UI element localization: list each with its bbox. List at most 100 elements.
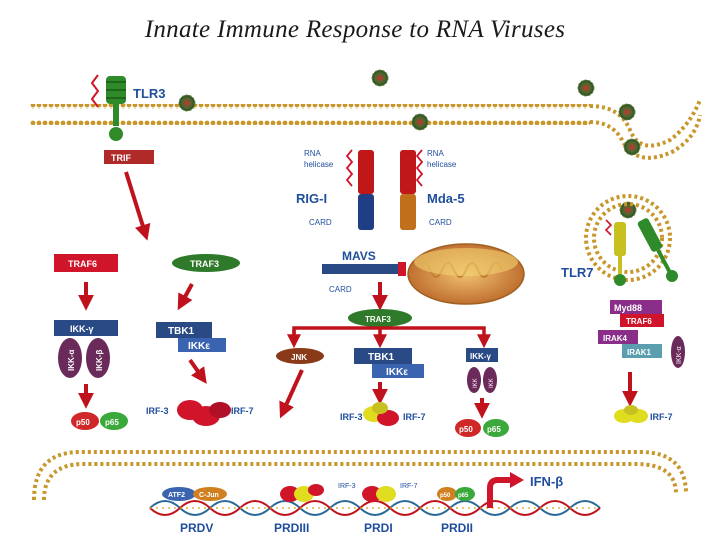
p65-center-label: p65 bbox=[487, 425, 501, 434]
mda5-label: Mda-5 bbox=[427, 191, 465, 206]
p50-dna-oval bbox=[437, 487, 457, 501]
ikk-small-2-oval bbox=[483, 367, 497, 393]
plasma-membrane bbox=[30, 99, 702, 160]
mitochondrion bbox=[407, 243, 525, 305]
atf2-label: ATF2 bbox=[168, 492, 185, 499]
irf-dimer-dna-right bbox=[362, 486, 396, 502]
prdv-label: PRDV bbox=[180, 521, 213, 535]
irf7-dna-label: IRF-7 bbox=[400, 483, 418, 490]
ikk-gamma-left-box bbox=[54, 320, 118, 336]
p50-center-oval bbox=[455, 419, 481, 437]
p50-dna-label: p50 bbox=[440, 493, 451, 499]
arrow-tbk1-left bbox=[188, 358, 207, 384]
ikke-left-label: IKKε bbox=[188, 341, 210, 352]
p65-dna-oval bbox=[455, 487, 475, 501]
tbk1-left-box bbox=[156, 322, 212, 338]
irf7-dimer-right bbox=[614, 405, 648, 423]
tlr7-label: TLR7 bbox=[561, 265, 594, 280]
ikk-gamma-center-label: IKK-γ bbox=[470, 352, 491, 361]
tbk1-center-label: TBK1 bbox=[368, 352, 395, 363]
page-title: Innate Immune Response to RNA Viruses bbox=[144, 16, 566, 43]
irak1-label: IRAK1 bbox=[627, 348, 652, 357]
transcription-arrow bbox=[487, 477, 512, 508]
ikk-small-2-label: IKK bbox=[489, 378, 495, 388]
myd88-box bbox=[610, 300, 662, 314]
traf6-left-label: TRAF6 bbox=[68, 259, 97, 269]
irf-dimer-left bbox=[177, 400, 231, 426]
ikke-center-box bbox=[372, 364, 424, 378]
irf7-left-label: IRF-7 bbox=[231, 406, 254, 416]
atf2-oval bbox=[162, 487, 196, 501]
p50-left-oval bbox=[71, 412, 99, 430]
helicase-left-line2: helicase bbox=[304, 160, 334, 169]
ikke-center-label: IKKε bbox=[386, 367, 408, 378]
transcription-arrow-head bbox=[510, 472, 524, 488]
irak4-box bbox=[598, 330, 638, 344]
mavs-anchor bbox=[398, 262, 406, 276]
irak4-label: IRAK4 bbox=[603, 334, 628, 343]
p65-center-oval bbox=[483, 419, 509, 437]
cjun-oval bbox=[193, 487, 227, 501]
prdi-label: PRDI bbox=[364, 521, 393, 535]
traf3-center-oval bbox=[348, 309, 412, 327]
p50-center-label: p50 bbox=[459, 425, 473, 434]
irf-dimer-center bbox=[363, 402, 399, 426]
irf3-left-label: IRF-3 bbox=[146, 406, 169, 416]
irf-dimer-dna-left bbox=[280, 484, 324, 502]
rig-i-label: RIG-I bbox=[296, 191, 327, 206]
irf3-center-label: IRF-3 bbox=[340, 412, 363, 422]
mavs-label: MAVS bbox=[342, 249, 376, 263]
traf3-left-label: TRAF3 bbox=[190, 259, 219, 269]
cjun-label: C-Jun bbox=[199, 492, 219, 499]
card-left-label: CARD bbox=[309, 218, 332, 227]
traf3-center-label: TRAF3 bbox=[365, 315, 391, 324]
ikk-alpha-left-label: IKK-α bbox=[67, 350, 76, 371]
arrow-trif bbox=[124, 171, 151, 241]
ikk-alpha-right-label: IKK-α bbox=[676, 346, 683, 364]
p65-dna-label: p65 bbox=[458, 493, 469, 499]
ikk-gamma-center-box bbox=[466, 348, 498, 362]
ikk-beta-left-oval bbox=[86, 338, 110, 378]
helicase-right-line1: RNA bbox=[427, 149, 445, 158]
helicase-left-line1: RNA bbox=[304, 149, 322, 158]
irf7-right-label: IRF-7 bbox=[650, 412, 673, 422]
arrow-branch bbox=[292, 326, 491, 349]
irak1-box bbox=[622, 344, 662, 358]
jnk-oval bbox=[276, 348, 324, 364]
traf6-right-label: TRAF6 bbox=[626, 317, 652, 326]
traf6-left-box bbox=[54, 254, 118, 272]
ifn-beta-label: IFN-β bbox=[530, 474, 563, 489]
tlr3-label: TLR3 bbox=[133, 86, 166, 101]
trif-label: TRIF bbox=[111, 153, 131, 163]
ikk-gamma-left-label: IKK-γ bbox=[70, 324, 94, 334]
irf3-dna-label: IRF-3 bbox=[338, 483, 356, 490]
traf6-right-box bbox=[620, 314, 664, 327]
helicase-right-line2: helicase bbox=[427, 160, 457, 169]
ikk-alpha-right-oval bbox=[671, 336, 685, 368]
dna-helix bbox=[149, 500, 601, 516]
nuclear-membrane bbox=[32, 450, 688, 501]
ikk-beta-left-label: IKK-β bbox=[95, 350, 104, 371]
mavs-card-label: CARD bbox=[329, 285, 352, 294]
mavs-bar bbox=[322, 264, 406, 274]
traf3-left-oval bbox=[172, 254, 240, 272]
prdii-label: PRDII bbox=[441, 521, 473, 535]
tbk1-center-box bbox=[354, 348, 412, 364]
irf7-center-label: IRF-7 bbox=[403, 412, 426, 422]
ikk-small-1-label: IKK bbox=[473, 378, 479, 388]
endosome bbox=[584, 194, 678, 286]
ikke-left-box bbox=[178, 338, 226, 352]
myd88-label: Myd88 bbox=[614, 303, 642, 313]
p65-left-oval bbox=[100, 412, 128, 430]
tbk1-left-label: TBK1 bbox=[168, 326, 195, 337]
card-right-label: CARD bbox=[429, 218, 452, 227]
trif-box bbox=[104, 150, 154, 164]
rig-i-receptor bbox=[345, 149, 374, 230]
p65-left-label: p65 bbox=[105, 418, 119, 427]
mda5-receptor bbox=[400, 149, 424, 230]
ikk-alpha-left-oval bbox=[58, 338, 82, 378]
virus-particles bbox=[178, 69, 641, 219]
jnk-label: JNK bbox=[291, 353, 307, 362]
p50-left-label: p50 bbox=[76, 418, 90, 427]
